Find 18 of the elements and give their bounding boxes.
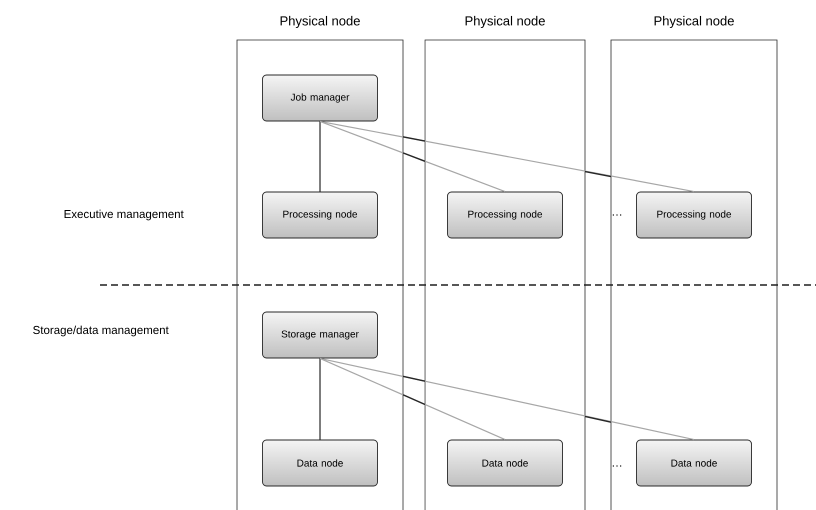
dots-label: … — [612, 214, 622, 216]
component-box: Processing node — [447, 192, 563, 238]
component-box: Data node — [636, 440, 752, 486]
dots-label: … — [612, 465, 622, 467]
component-box: Data node — [447, 440, 563, 486]
connector-line — [320, 120, 694, 192]
layer-label: Storage/data management — [33, 326, 169, 336]
connector-line — [320, 358, 506, 440]
layer-label: Executive management — [64, 210, 184, 220]
component-box: Processing node — [636, 192, 752, 238]
connector-line — [319, 121, 321, 192]
component-box: Data node — [262, 440, 378, 486]
component-box: Processing node — [262, 192, 378, 238]
component-box: Storage manager — [262, 312, 378, 358]
connector-line — [320, 120, 506, 192]
component-box: Job manager — [262, 74, 378, 122]
connector-line — [319, 358, 321, 440]
connector-line — [320, 358, 694, 440]
